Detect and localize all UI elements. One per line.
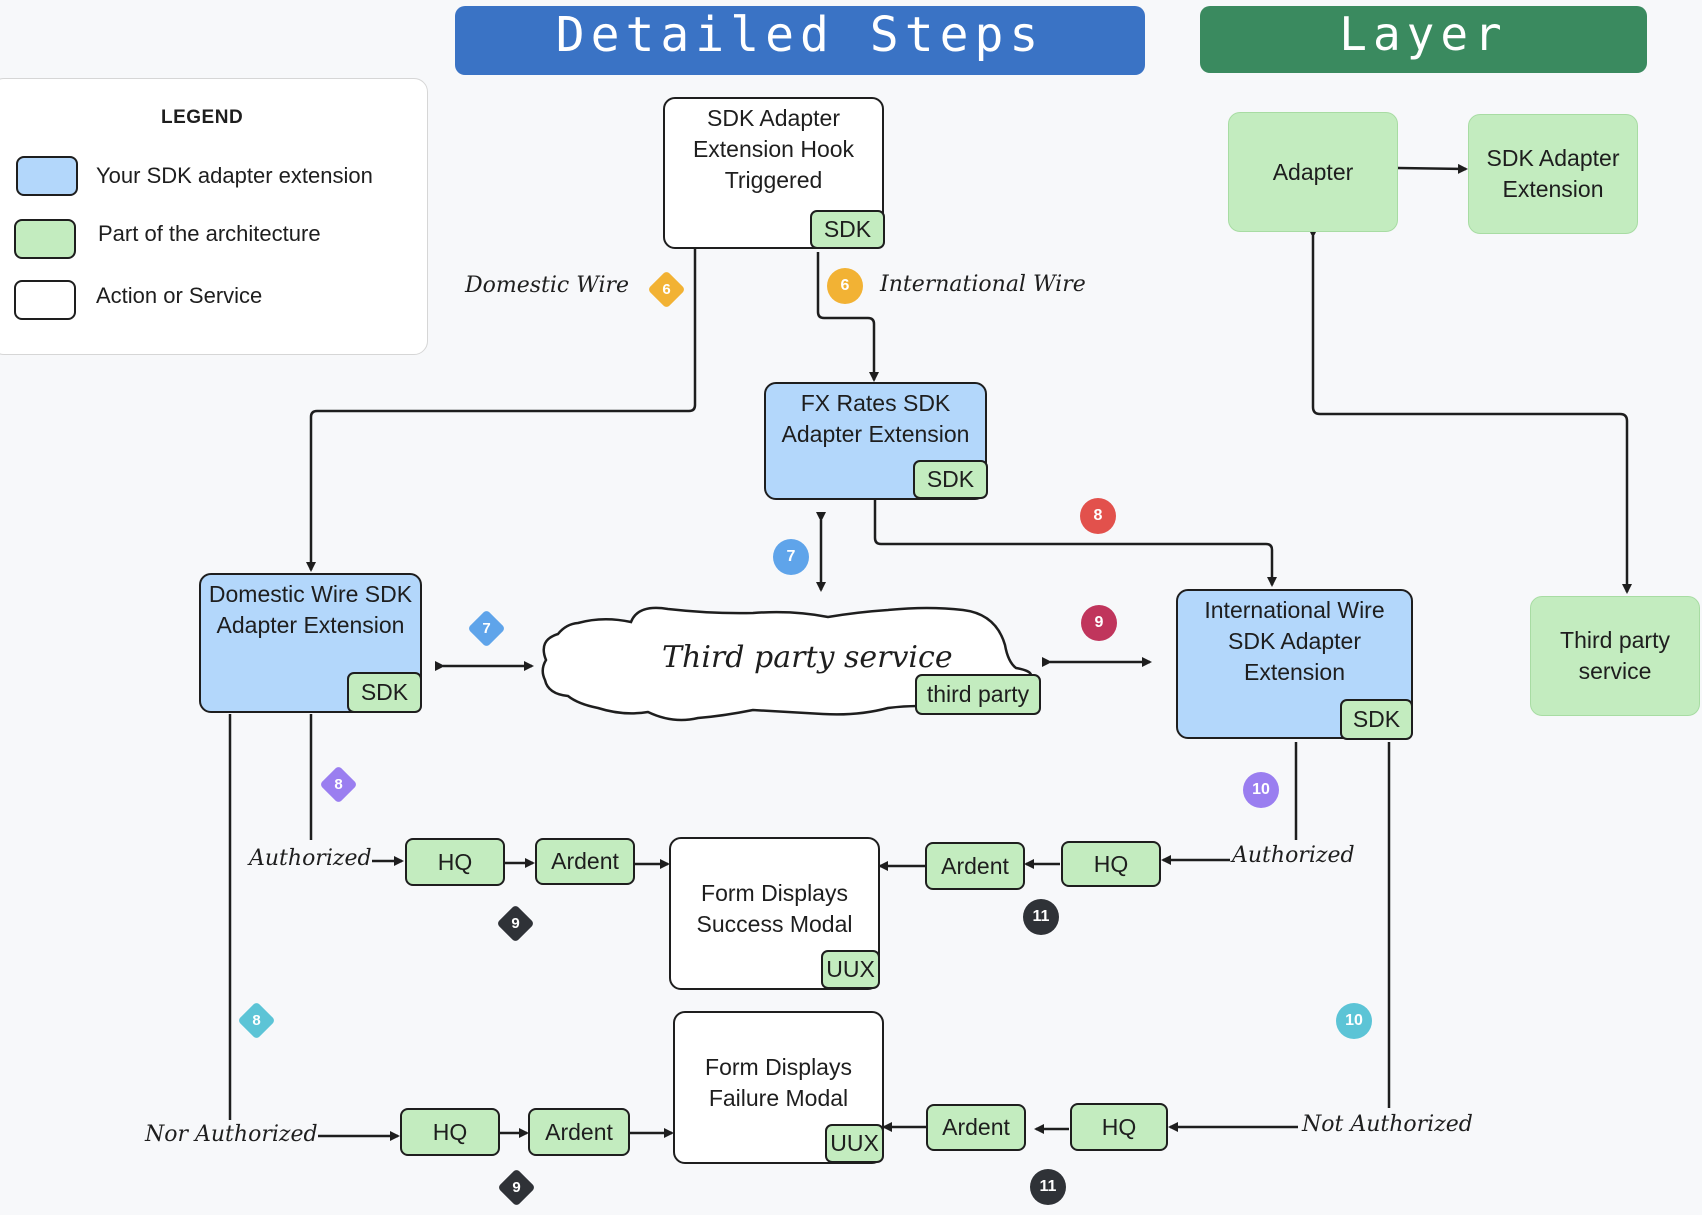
node-failure-modal[interactable]: Form Displays Failure Modal xyxy=(673,1011,884,1164)
chip-hq-domestic-authorized[interactable]: HQ xyxy=(405,838,505,886)
step-marker-11-success: 11 xyxy=(1023,899,1059,935)
step-marker-8-authorized-text: 8 xyxy=(334,776,343,793)
edge-fx-international xyxy=(873,500,1277,587)
step-marker-10-authorized: 10 xyxy=(1243,772,1279,808)
edge-hook-fx xyxy=(816,252,879,382)
tag-failure-uux: UUX xyxy=(825,1124,884,1163)
step-marker-7-domestic: 7 xyxy=(467,609,506,648)
step-marker-11-failure: 11 xyxy=(1030,1169,1066,1205)
step-marker-9-failure-text: 9 xyxy=(512,1179,521,1196)
layer-node-adapter[interactable]: Adapter xyxy=(1228,112,1398,232)
chip-ardent-international-not-authorized[interactable]: Ardent xyxy=(926,1104,1026,1151)
tag-hook-sdk: SDK xyxy=(810,210,885,249)
step-marker-7-domestic-text: 7 xyxy=(482,620,491,637)
chip-hq-domestic-not-authorized[interactable]: HQ xyxy=(400,1108,500,1156)
legend-swatch-white xyxy=(14,280,76,320)
header-layer: Layer xyxy=(1200,6,1647,73)
legend-swatch-blue xyxy=(16,156,78,196)
tag-fx-sdk: SDK xyxy=(913,460,988,499)
legend-title: LEGEND xyxy=(161,107,244,128)
node-fx-label: FX Rates SDK Adapter Extension xyxy=(781,390,970,447)
chip-ardent-domestic-authorized[interactable]: Ardent xyxy=(535,838,635,885)
step-marker-8-authorized: 8 xyxy=(319,765,358,804)
tag-international-sdk: SDK xyxy=(1340,699,1413,740)
node-international-label: International Wire SDK Adapter Extension xyxy=(1204,597,1385,685)
tag-domestic-sdk: SDK xyxy=(347,672,422,713)
step-marker-6-domestic-text: 6 xyxy=(662,281,671,298)
label-authorized-international: Authorized xyxy=(1232,843,1355,868)
legend-label-architecture: Part of the architecture xyxy=(98,221,321,246)
node-failure-label: Form Displays Failure Modal xyxy=(705,1053,852,1111)
chip-hq-international-authorized[interactable]: HQ xyxy=(1061,841,1161,887)
node-international-wire[interactable]: International Wire SDK Adapter Extension xyxy=(1176,589,1413,739)
legend-swatch-green xyxy=(14,219,76,259)
third-party-label: Third party service xyxy=(662,640,953,675)
label-nor-authorized: Nor Authorized xyxy=(145,1122,318,1147)
layer-node-third-party[interactable]: Third party service xyxy=(1530,596,1700,716)
node-success-label: Form Displays Success Modal xyxy=(696,879,853,937)
label-international-wire: International Wire xyxy=(880,272,1086,297)
node-domestic-label: Domestic Wire SDK Adapter Extension xyxy=(208,581,413,638)
legend-label-sdk-extension: Your SDK adapter extension xyxy=(96,163,373,188)
layer-node-sdk-adapter-extension[interactable]: SDK Adapter Extension xyxy=(1468,114,1638,234)
step-marker-9-failure: 9 xyxy=(497,1168,536,1207)
edge-adapter-thirdparty xyxy=(1308,228,1632,594)
node-hook-label: SDK Adapter Extension Hook Triggered xyxy=(692,105,855,193)
chip-ardent-international-authorized[interactable]: Ardent xyxy=(925,842,1025,890)
label-not-authorized: Not Authorized xyxy=(1302,1112,1473,1137)
step-marker-9-success-text: 9 xyxy=(511,915,520,932)
label-authorized-domestic: Authorized xyxy=(249,846,372,871)
tag-success-uux: UUX xyxy=(821,950,880,989)
header-detailed-steps: Detailed Steps xyxy=(455,6,1145,75)
chip-hq-international-not-authorized[interactable]: HQ xyxy=(1070,1103,1168,1151)
step-marker-7-fx: 7 xyxy=(773,539,809,575)
step-marker-6-international: 6 xyxy=(827,268,863,304)
step-marker-9-international: 9 xyxy=(1081,605,1117,641)
legend: LEGEND Your SDK adapter extension Part o… xyxy=(0,78,428,355)
edge-hook-domestic xyxy=(306,248,697,572)
step-marker-8-not-authorized-text: 8 xyxy=(252,1012,261,1029)
step-marker-9-success: 9 xyxy=(496,904,535,943)
label-domestic-wire: Domestic Wire xyxy=(465,273,630,298)
step-marker-8-not-authorized: 8 xyxy=(237,1001,276,1040)
edge-adapter-sdkext xyxy=(1389,162,1468,174)
legend-label-action: Action or Service xyxy=(96,283,263,308)
step-marker-10-not-authorized: 10 xyxy=(1336,1003,1372,1039)
step-marker-6-domestic: 6 xyxy=(647,270,686,309)
chip-ardent-domestic-not-authorized[interactable]: Ardent xyxy=(528,1108,630,1156)
tag-third-party: third party xyxy=(915,674,1041,715)
step-marker-8-fx: 8 xyxy=(1080,498,1116,534)
